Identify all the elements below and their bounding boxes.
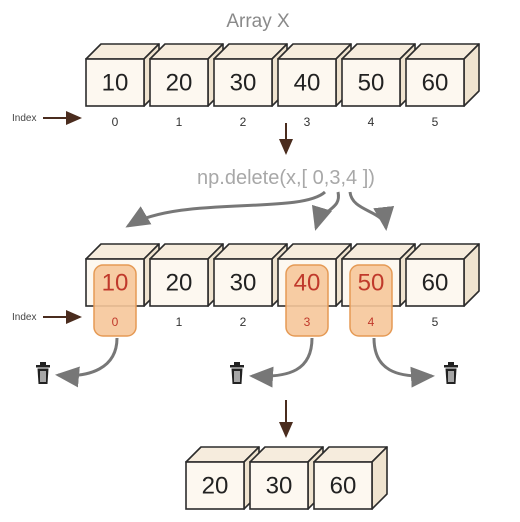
result-array: 20 30 60 — [185, 446, 388, 510]
element-index: 1 — [176, 115, 183, 129]
element-value: 60 — [422, 270, 449, 297]
trash-icon — [444, 362, 458, 384]
pointer-arrow-index-4 — [348, 191, 395, 231]
array-element-cube — [249, 446, 324, 510]
discard-arrow-index-4 — [372, 337, 435, 388]
delete-operation: np.delete(x,[ 0,3,4 ]) — [197, 167, 375, 189]
array-element-cube — [405, 243, 480, 307]
element-index: 5 — [432, 115, 439, 129]
deleted-element-index: 0 — [112, 315, 119, 329]
array-element-cube — [313, 446, 388, 510]
cube-front-face — [185, 461, 245, 510]
element-value: 30 — [230, 270, 257, 297]
deleted-element-index: 4 — [368, 315, 375, 329]
array-element-cube — [213, 243, 288, 307]
element-value: 60 — [330, 473, 357, 500]
element-value: 30 — [230, 70, 257, 97]
trash-icon — [36, 362, 50, 384]
discard-arrow-index-0 — [55, 337, 119, 388]
cube-front-face — [85, 58, 145, 107]
cube-front-face — [405, 258, 465, 307]
element-value: 50 — [358, 70, 385, 97]
array-title: Array X — [226, 11, 290, 32]
element-value: 20 — [166, 70, 193, 97]
deleted-element-value: 10 — [102, 270, 129, 297]
cube-front-face — [213, 58, 273, 107]
array-element-cube — [405, 43, 480, 107]
element-index: 2 — [240, 115, 247, 129]
deleted-highlight — [349, 264, 393, 337]
element-index: 2 — [240, 315, 247, 329]
element-value: 20 — [166, 270, 193, 297]
deleted-element-value: 40 — [294, 270, 321, 297]
array-element-cube — [341, 43, 416, 107]
marked-array: 10 0 20 1 30 2 40 3 50 4 60 5 — [85, 243, 480, 337]
original-array: 10 0 20 1 30 2 40 3 50 4 60 5 — [85, 43, 480, 129]
element-index: 4 — [368, 115, 375, 129]
trash-icon — [230, 362, 244, 384]
cube-front-face — [213, 258, 273, 307]
cube-front-face — [313, 461, 373, 510]
element-value: 40 — [294, 70, 321, 97]
element-value: 20 — [202, 473, 229, 500]
deleted-highlight — [93, 264, 137, 337]
cube-front-face — [149, 258, 209, 307]
cube-front-face — [277, 58, 337, 107]
index-label: Index — [12, 113, 36, 124]
element-value: 60 — [422, 70, 449, 97]
cube-front-face — [405, 58, 465, 107]
pointer-arrow-index-0 — [125, 190, 327, 228]
deleted-element-index: 3 — [304, 315, 311, 329]
discard-arrow-index-3 — [249, 337, 314, 388]
element-index: 5 — [432, 315, 439, 329]
deleted-highlight — [285, 264, 329, 337]
element-index: 1 — [176, 315, 183, 329]
cube-front-face — [249, 461, 309, 510]
cube-front-face — [341, 58, 401, 107]
element-value: 10 — [102, 70, 129, 97]
index-label-marked: Index — [12, 312, 36, 323]
deleted-element-value: 50 — [358, 270, 385, 297]
element-value: 30 — [266, 473, 293, 500]
element-index: 0 — [112, 115, 119, 129]
pointer-arrow-index-3 — [311, 191, 340, 231]
cube-front-face — [149, 58, 209, 107]
element-index: 3 — [304, 115, 311, 129]
